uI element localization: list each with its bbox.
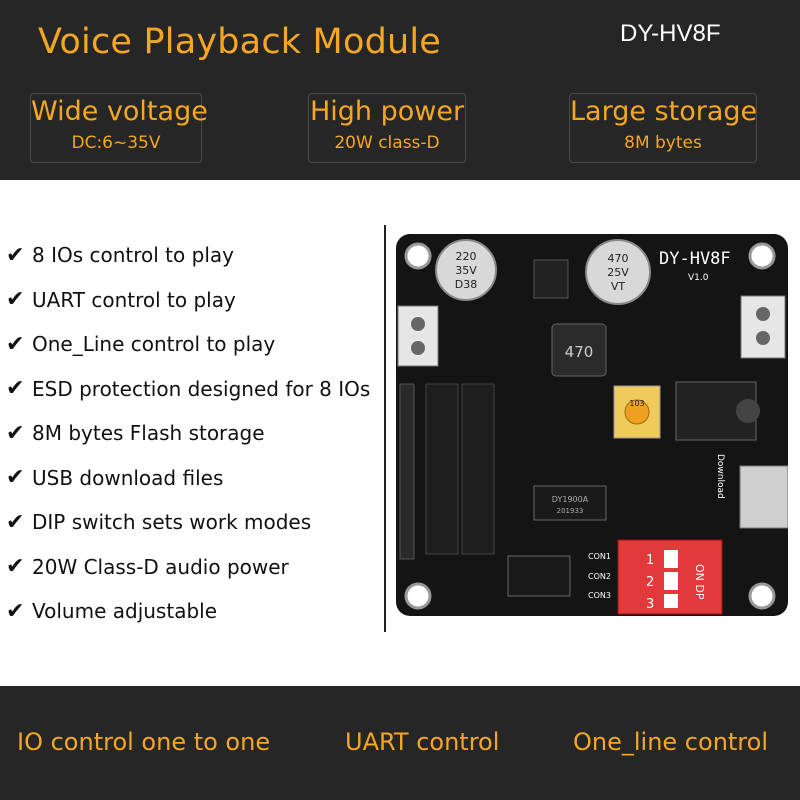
list-item: ✔ 20W Class-D audio power [6,545,370,590]
mounting-hole [748,242,776,270]
check-icon: ✔ [6,420,25,446]
resistor-array [461,383,495,555]
cap1-line3: D38 [455,278,477,291]
mode-uart-label: UART control [345,728,500,756]
terminal-block-right [740,295,786,359]
pot-label: 103 [629,399,644,408]
vertical-divider [384,225,386,632]
list-item-label: DIP switch sets work modes [32,510,312,535]
flash-chip [507,555,571,597]
list-item-label: UART control to play [32,287,236,312]
resistor-array [425,383,459,555]
pcb-board-image: 220 35V D38 470 25V VT DY-HV8F V1.0 470 … [396,234,788,616]
check-icon: ✔ [6,465,25,491]
cap2-line1: 470 [608,252,629,265]
connector-label: CON1 [588,552,611,561]
list-item-label: 8 IOs control to play [32,243,234,268]
feature-sub: 8M bytes [624,133,702,153]
list-item: ✔ DIP switch sets work modes [6,500,370,545]
check-icon: ✔ [6,598,25,624]
ic-chip [533,259,569,299]
usb-port [739,465,788,529]
feature-box-power: High power 20W class-D [308,93,466,163]
check-icon: ✔ [6,242,25,268]
inductor-label: 470 [565,343,594,361]
cap1-line2: 35V [455,264,477,277]
feature-sub: DC:6~35V [71,133,161,153]
feature-sub: 20W class-D [334,133,440,153]
footer-band [0,686,800,800]
model-label: DY-HV8F [620,20,721,47]
chip-label-2: 201933 [557,507,584,515]
dip-lever [664,550,678,568]
chip-label: DY1900A [552,495,589,504]
list-item: ✔ USB download files [6,456,370,501]
dip-on-label: ON DP [693,564,706,600]
feature-heading: Large storage [570,96,758,127]
download-label: Download [715,454,725,499]
check-icon: ✔ [6,554,25,580]
dip-lever [664,572,678,590]
board-label: DY-HV8F [659,249,731,269]
check-icon: ✔ [6,509,25,535]
dip-num: 2 [646,575,654,590]
list-item-label: 20W Class-D audio power [32,554,289,579]
cap2-line3: VT [611,280,626,293]
screw-icon [411,341,425,355]
header-band [0,0,800,180]
terminal-block-left [397,305,439,367]
list-item: ✔ Volume adjustable [6,589,370,634]
check-icon: ✔ [6,287,25,313]
screw-icon [756,307,770,321]
feature-box-voltage: Wide voltage DC:6~35V [30,93,208,163]
dip-lever [664,594,678,608]
list-item: ✔ ESD protection designed for 8 IOs [6,367,370,412]
mounting-hole [404,582,432,610]
mode-oneline-label: One_line control [573,728,768,756]
screw-icon [756,331,770,345]
inductor [551,323,607,377]
capacitor-470 [585,239,651,305]
main-chip [533,485,607,521]
feature-list: ✔ 8 IOs control to play ✔ UART control to … [6,233,370,634]
feature-box-storage: Large storage 8M bytes [569,93,757,163]
knob-icon [624,399,650,425]
feature-heading: Wide voltage [31,96,208,127]
list-item: ✔ 8M bytes Flash storage [6,411,370,456]
connector-label: CON3 [588,591,611,600]
connector-label: CON2 [588,572,611,581]
capacitor-220 [435,239,497,301]
mounting-hole [404,242,432,270]
jack-hole-icon [736,399,760,423]
feature-heading: High power [309,96,465,127]
list-item-label: ESD protection designed for 8 IOs [32,376,371,401]
mode-io-label: IO control one to one [17,728,271,756]
dip-num: 3 [646,597,654,612]
dip-num: 1 [646,553,654,568]
list-item-label: 8M bytes Flash storage [32,421,265,446]
list-item-label: Volume adjustable [32,599,217,624]
mounting-hole [748,582,776,610]
list-item-label: One_Line control to play [32,332,276,357]
list-item: ✔ 8 IOs control to play [6,233,370,278]
list-item: ✔ One_Line control to play [6,322,370,367]
list-item: ✔ UART control to play [6,278,370,323]
check-icon: ✔ [6,376,25,402]
cap1-line1: 220 [456,250,477,263]
board-version: V1.0 [688,273,709,283]
check-icon: ✔ [6,331,25,357]
pin-header [399,383,415,560]
screw-icon [411,317,425,331]
cap2-line2: 25V [607,266,629,279]
list-item-label: USB download files [32,465,224,490]
page-title: Voice Playback Module [38,22,442,62]
